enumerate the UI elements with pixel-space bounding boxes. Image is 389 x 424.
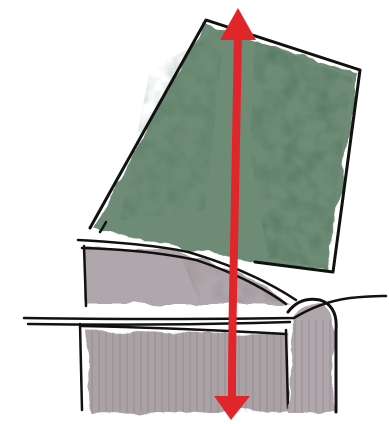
arrow-head-top <box>220 8 256 40</box>
grey-base-block <box>80 324 290 414</box>
right-pier-streaks <box>292 320 334 412</box>
tilted-green-block <box>90 20 360 272</box>
grey-base-streaks <box>86 332 290 412</box>
ground-line-lower <box>28 322 290 325</box>
